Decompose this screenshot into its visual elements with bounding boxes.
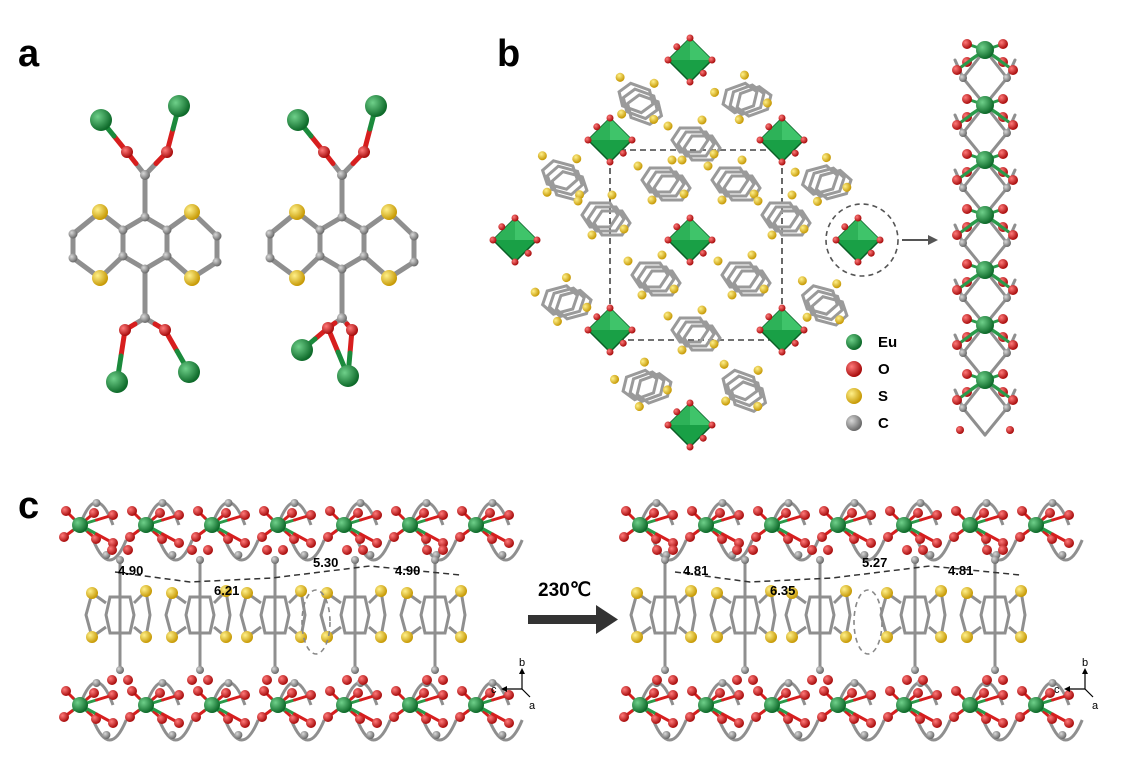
legend-eu-swatch [846,334,862,350]
distance-label-left-1: 4.90 [118,563,143,578]
distance-label-left-4: 4.90 [395,563,420,578]
axis-triad-right: b c a [1054,657,1099,712]
distance-label-left-2: 6.21 [214,583,239,598]
heating-temperature-label: 230℃ [538,580,591,601]
distance-label-right-2: 6.35 [770,583,795,598]
panel-c-label: c [18,485,39,527]
legend-o-swatch [846,361,862,377]
axis-b-label-left: b [519,657,525,669]
panel-c-structure-after [619,499,1084,742]
panel-c-structure-before [59,499,524,742]
axis-a-label-left: a [529,700,536,712]
distance-label-right-1: 4.81 [683,563,708,578]
legend-o-label: O [878,361,890,378]
panel-a-label: a [18,33,40,75]
distance-label-right-4: 4.81 [948,563,973,578]
legend-s-label: S [878,388,888,405]
distance-label-right-3: 5.27 [862,555,887,570]
legend-s-swatch [846,388,862,404]
distance-label-left-3: 5.30 [313,555,338,570]
axis-c-label-right: c [1054,684,1060,696]
legend-c-label: C [878,415,889,432]
heating-arrow: 230℃ [528,580,618,634]
panel-b-label: b [497,33,520,75]
panel-b-framework-packing [489,34,938,451]
axis-b-label-right: b [1082,657,1088,669]
legend-eu-label: Eu [878,334,897,351]
panel-a-ligand-coordination [68,95,419,393]
axis-a-label-right: a [1092,700,1099,712]
axis-c-label-left: c [491,684,497,696]
axis-triad-left: b c a [491,657,536,712]
panel-b-rod-chain [952,39,1018,437]
element-legend: Eu O S C [846,334,897,432]
legend-c-swatch [846,415,862,431]
